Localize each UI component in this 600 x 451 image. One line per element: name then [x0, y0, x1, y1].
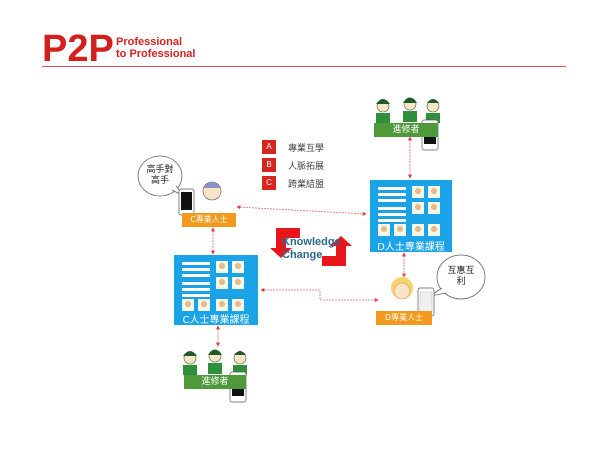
brand-logo: P2P: [42, 28, 114, 70]
speech-bubble-left: [137, 155, 183, 197]
speech-bubble-left-text: 高手對 高手: [142, 165, 178, 187]
speech-bubble-left-line2: 高手: [150, 176, 169, 186]
legend-marker-c: C: [262, 176, 276, 190]
d-course-title: D人士專業課程: [377, 242, 445, 253]
learners-bottom-label: 進修者: [184, 375, 246, 389]
knowledge-change-arrow-left: [270, 228, 300, 258]
c-course-profile-grid: [182, 261, 244, 311]
knowledge-change-line2: Change: [282, 249, 323, 261]
speech-bubble-right-line2: 利: [456, 277, 466, 287]
legend-marker-b: B: [262, 158, 276, 172]
speech-bubble-right: [436, 254, 486, 300]
legend-marker-a: A: [262, 140, 276, 154]
c-course-title: C人士專業課程: [182, 315, 250, 326]
legend-text-a: 專業互學: [288, 144, 325, 154]
knowledge-change-line1: Knowledge: [282, 236, 341, 248]
d-course-profile-grid: [378, 186, 440, 236]
c-professional-avatar: [178, 181, 222, 216]
learners-top-label: 進修者: [374, 123, 438, 137]
c-course-panel: C人士專業課程: [174, 255, 258, 326]
d-course-panel: D人士專業課程: [370, 180, 452, 253]
legend-text-c: 跨業結盟: [288, 180, 325, 190]
brand-tagline-line1: Professional: [116, 36, 183, 48]
d-professional-label: D專業人士: [376, 311, 432, 325]
c-professional-label: C專業人士: [182, 213, 236, 227]
link-cpro-dcourse: [236, 205, 367, 216]
brand-tagline-line2: to Professional: [116, 48, 196, 60]
d-professional-avatar: [391, 277, 435, 317]
link-ccourse-dpro: [260, 288, 379, 302]
knowledge-change-arrow-right: [322, 236, 352, 266]
header-divider: [42, 66, 566, 67]
speech-bubble-right-text: 互惠互 利: [443, 266, 479, 288]
speech-bubble-left-line1: 高手對: [146, 165, 174, 175]
legend-text-b: 人脈拓展: [288, 162, 325, 172]
speech-bubble-right-line1: 互惠互: [447, 266, 475, 276]
